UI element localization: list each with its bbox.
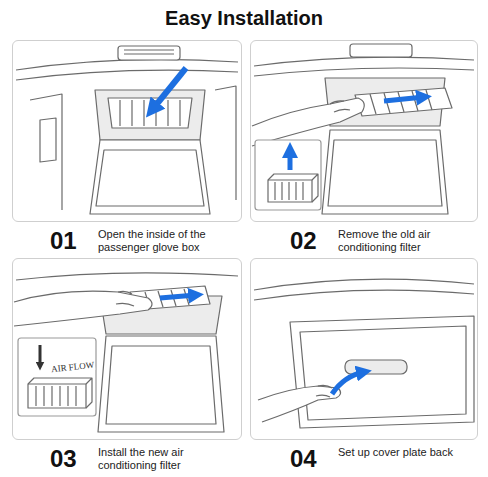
line-art xyxy=(215,86,236,200)
line-art xyxy=(16,70,238,80)
page-title: Easy Installation xyxy=(0,7,488,30)
line-art xyxy=(14,291,152,326)
filter-label: AIR FLOW xyxy=(50,360,96,375)
line-art xyxy=(328,140,442,206)
step-number: 02 xyxy=(290,228,317,254)
line-art xyxy=(258,386,341,422)
step-one-art xyxy=(16,46,238,214)
line-art xyxy=(36,386,76,406)
step-panel: 03 Install the new air conditioning filte… xyxy=(12,258,242,476)
step-four-art xyxy=(254,279,474,428)
line-art xyxy=(106,346,216,424)
panel-frame xyxy=(250,258,478,440)
step-three-art xyxy=(14,273,238,432)
line-art xyxy=(30,94,62,210)
line-art xyxy=(96,150,204,206)
step-caption: Set up cover plate back xyxy=(338,446,476,459)
step-panel: 02 Remove the old air conditioning filter xyxy=(250,40,478,258)
step-panel: 04 Set up cover plate back xyxy=(250,258,478,476)
panel-frame xyxy=(12,40,242,222)
line-art xyxy=(108,98,192,128)
line-art xyxy=(384,97,424,101)
line-art xyxy=(370,90,432,114)
line-art xyxy=(255,140,321,210)
line-art xyxy=(330,101,350,112)
step-number: 04 xyxy=(290,446,317,472)
line-art xyxy=(16,59,238,70)
line-art xyxy=(316,385,332,397)
step-panel: 01 Open the inside of the passenger glove… xyxy=(12,40,242,258)
line-art xyxy=(28,378,92,408)
line-art xyxy=(16,273,238,280)
step-caption: Open the inside of the passenger glove b… xyxy=(98,228,240,254)
line-art xyxy=(254,290,474,300)
step-two-art xyxy=(252,44,474,214)
line-art xyxy=(95,90,205,140)
line-art xyxy=(254,279,474,290)
panel-frame xyxy=(250,40,478,222)
line-art xyxy=(322,130,448,214)
line-art xyxy=(268,180,312,202)
step-caption: Remove the old air conditioning filter xyxy=(338,228,476,254)
line-art xyxy=(90,140,210,214)
line-art xyxy=(120,100,180,126)
line-art xyxy=(124,50,174,54)
line-art xyxy=(116,291,134,306)
line-art xyxy=(355,88,452,116)
line-art xyxy=(254,57,474,66)
step-number: 03 xyxy=(50,446,77,472)
line-art xyxy=(288,150,293,170)
line-art xyxy=(118,46,180,60)
line-art xyxy=(252,98,364,146)
line-art xyxy=(345,360,407,374)
line-art xyxy=(40,118,56,162)
line-art xyxy=(268,174,318,202)
line-art xyxy=(160,295,196,298)
panel-frame xyxy=(12,258,242,440)
step-caption: Install the new air conditioning filter xyxy=(98,446,240,472)
line-art xyxy=(28,384,86,408)
line-art xyxy=(332,372,364,394)
line-art xyxy=(152,68,186,110)
line-art xyxy=(275,182,303,200)
step-number: 01 xyxy=(50,228,77,254)
line-art xyxy=(39,345,42,366)
line-art xyxy=(350,44,412,57)
line-art xyxy=(254,68,474,76)
line-art xyxy=(300,326,466,420)
line-art xyxy=(290,316,474,428)
line-art xyxy=(98,336,224,432)
line-art xyxy=(18,338,96,416)
